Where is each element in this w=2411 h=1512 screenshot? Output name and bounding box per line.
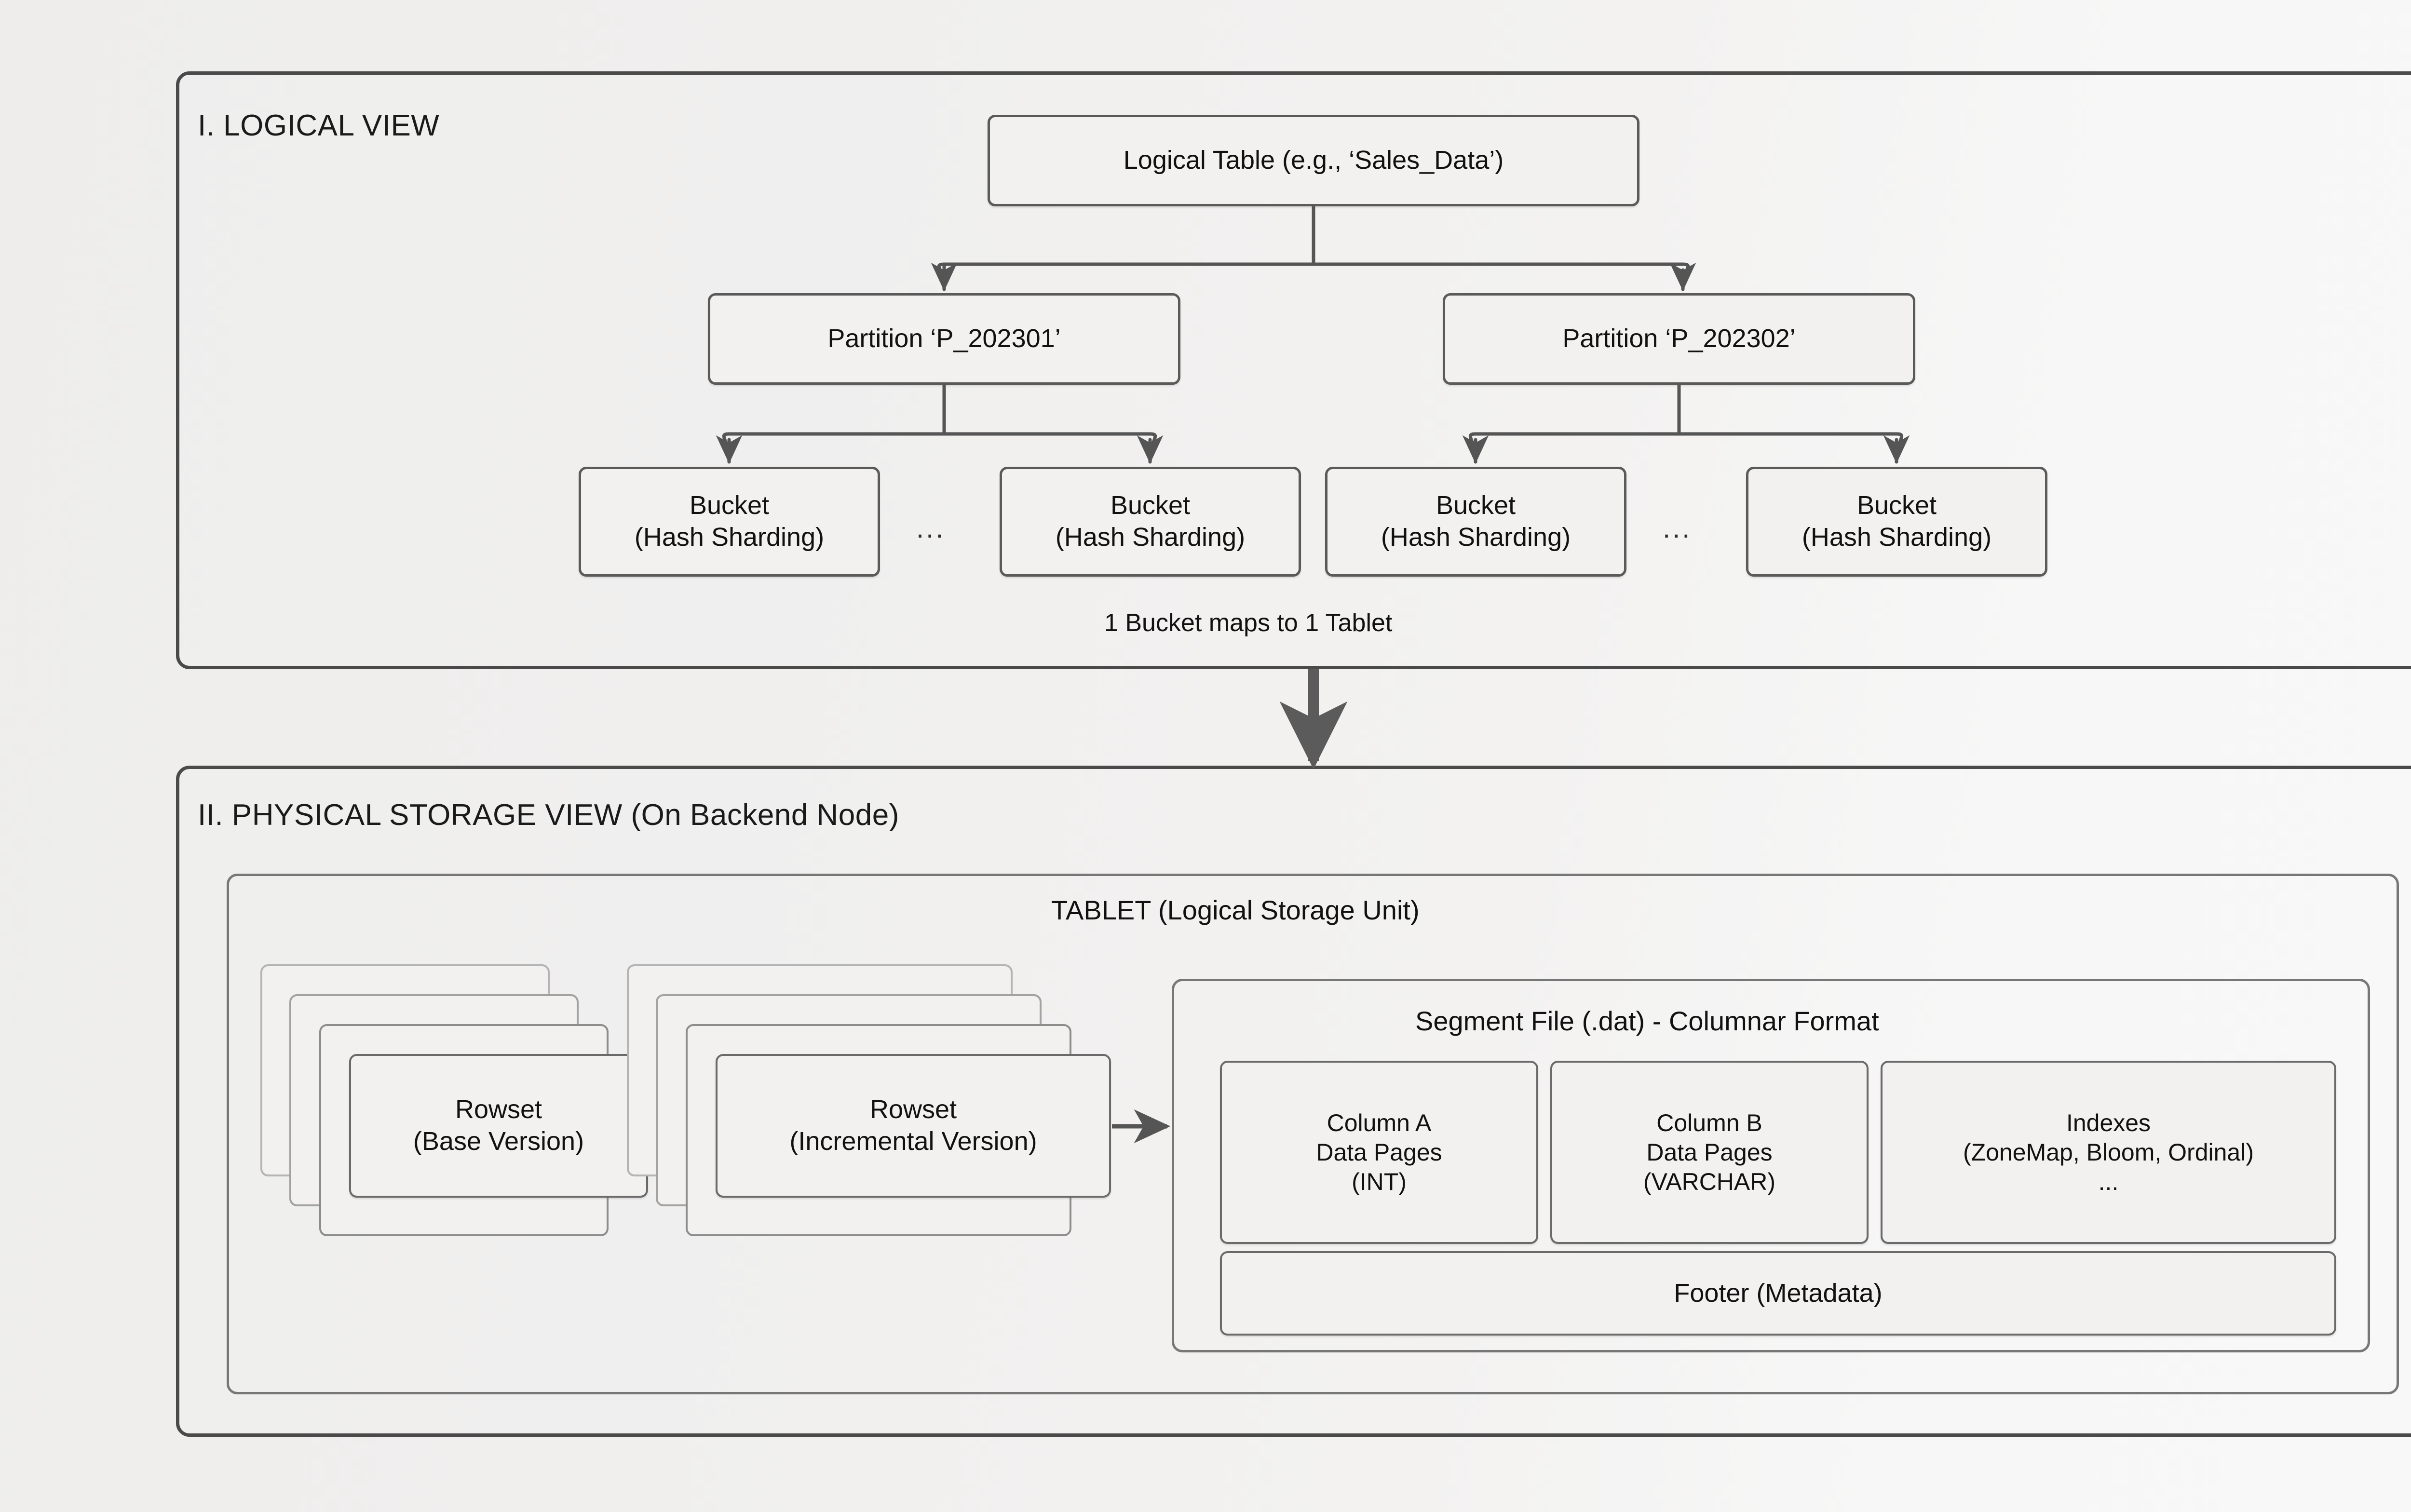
indexes-line3: ...	[2098, 1168, 2119, 1195]
column-b-line1: Column B	[1656, 1109, 1762, 1136]
logical-table-label: Logical Table (e.g., ‘Sales_Data’)	[1123, 146, 1504, 175]
rowset-base-line1: Rowset	[455, 1095, 542, 1124]
column-b-node[interactable]: Column B Data Pages (VARCHAR)	[1550, 1061, 1869, 1244]
rowset-incremental-line1: Rowset	[869, 1095, 957, 1124]
rowset-base-line2: (Base Version)	[413, 1127, 584, 1156]
bucket-node-3[interactable]: Bucket (Hash Sharding)	[1325, 467, 1626, 577]
rowset-incremental-line2: (Incremental Version)	[789, 1127, 1037, 1156]
partition-node-2-label: Partition ‘P_202302’	[1562, 324, 1796, 353]
column-b-line2: Data Pages	[1646, 1138, 1773, 1166]
bucket-node-4-line1: Bucket	[1856, 491, 1937, 520]
bucket-node-3-line2: (Hash Sharding)	[1381, 523, 1571, 552]
bucket-node-2[interactable]: Bucket (Hash Sharding)	[1000, 467, 1301, 577]
rowset-incremental-node[interactable]: Rowset (Incremental Version)	[716, 1054, 1111, 1198]
bucket-node-1[interactable]: Bucket (Hash Sharding)	[579, 467, 880, 577]
logical-table-node[interactable]: Logical Table (e.g., ‘Sales_Data’)	[988, 115, 1639, 206]
bucket-node-2-line1: Bucket	[1110, 491, 1191, 520]
bucket-node-2-line2: (Hash Sharding)	[1055, 523, 1246, 552]
column-a-line2: Data Pages	[1316, 1138, 1442, 1166]
segment-file-label: Segment File (.dat) - Columnar Format	[1415, 1006, 1879, 1036]
partition-node-2[interactable]: Partition ‘P_202302’	[1443, 293, 1915, 385]
rowset-base-node[interactable]: Rowset (Base Version)	[349, 1054, 648, 1198]
footer-metadata-node[interactable]: Footer (Metadata)	[1220, 1251, 2336, 1336]
bucket-node-1-line1: Bucket	[689, 491, 770, 520]
column-a-line3: (INT)	[1352, 1168, 1407, 1195]
column-a-line1: Column A	[1327, 1109, 1432, 1136]
indexes-line1: Indexes	[2066, 1109, 2151, 1136]
indexes-line2: (ZoneMap, Bloom, Ordinal)	[1963, 1138, 2254, 1166]
physical-storage-title: II. PHYSICAL STORAGE VIEW (On Backend No…	[198, 798, 899, 832]
partition-node-1[interactable]: Partition ‘P_202301’	[708, 293, 1180, 385]
bucket-tablet-caption: 1 Bucket maps to 1 Tablet	[1104, 609, 1393, 637]
bucket-node-4[interactable]: Bucket (Hash Sharding)	[1746, 467, 2047, 577]
bucket-node-3-line1: Bucket	[1436, 491, 1516, 520]
footer-metadata-label: Footer (Metadata)	[1674, 1278, 1883, 1308]
bucket-ellipsis-1: ...	[916, 513, 946, 544]
bucket-ellipsis-2: ...	[1663, 513, 1692, 544]
bucket-node-1-line2: (Hash Sharding)	[634, 523, 825, 552]
indexes-node[interactable]: Indexes (ZoneMap, Bloom, Ordinal) ...	[1881, 1061, 2336, 1244]
column-b-line3: (VARCHAR)	[1643, 1168, 1776, 1195]
partition-node-1-label: Partition ‘P_202301’	[827, 324, 1061, 353]
column-a-node[interactable]: Column A Data Pages (INT)	[1220, 1061, 1538, 1244]
tablet-label: TABLET (Logical Storage Unit)	[1051, 895, 1420, 925]
logical-view-title: I. LOGICAL VIEW	[198, 109, 440, 142]
bucket-node-4-line2: (Hash Sharding)	[1801, 523, 1992, 552]
